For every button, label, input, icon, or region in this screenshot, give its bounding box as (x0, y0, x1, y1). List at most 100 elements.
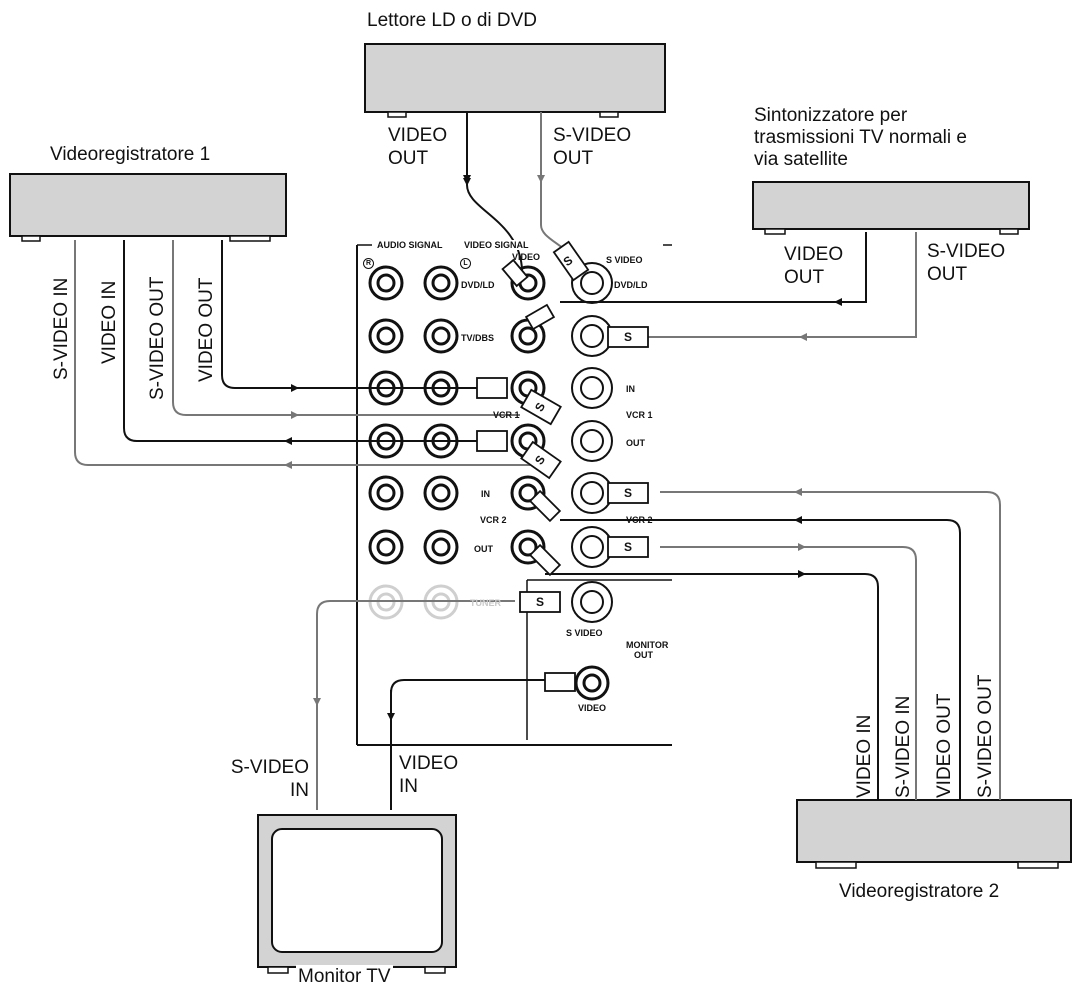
plug-vcr2-svideo-out (607, 536, 649, 558)
plug-vcr2-video-out (528, 543, 562, 577)
label-vcr2-video-out: VIDEO OUT (934, 693, 955, 798)
panel-tv-dbs-label: TV/DBS (461, 333, 495, 343)
plug-dvd-svideo (552, 240, 590, 282)
cable-vcr2-svideo-out (660, 491, 1001, 800)
svideo-jack-vcr2-out (571, 526, 613, 568)
svideo-jack-vcr1-in (571, 367, 613, 409)
panel-monitor-out-line-1: MONITOR (626, 640, 669, 650)
cable-vcr2-video-in (545, 573, 879, 800)
label-tuner-svideo-out-line-2: OUT (927, 264, 968, 285)
jack-monitor-video-out (574, 665, 610, 701)
plugs (476, 240, 649, 692)
jack-audio-r-dvd (368, 265, 404, 301)
vcr1-label: Videoregistratore 1 (50, 144, 211, 165)
panel-video-label: VIDEO (512, 252, 541, 262)
svideo-plug-letter-monitor: S (536, 595, 545, 609)
label-tuner-video-out-line-1: VIDEO (784, 244, 844, 265)
right-channel-marker: R (363, 258, 374, 269)
panel-svideo-bottom-label: S VIDEO (566, 628, 603, 638)
panel-vcr1-label: VCR 1 (493, 410, 520, 420)
label-dvd-video-out-line-1: VIDEO (388, 125, 448, 146)
plug-dvd-video (501, 258, 529, 288)
label-vcr2-video-in: VIDEO IN (854, 714, 875, 798)
label-monitor-video-in-line-1: VIDEO (399, 753, 459, 774)
panel-vcr2-out-label: OUT (474, 544, 493, 554)
plug-tuner-video (524, 303, 556, 331)
plug-monitor-video (544, 672, 576, 692)
label-tuner-svideo-out: S-VIDEO OUT (927, 240, 1005, 286)
panel-vcr1-out-label: OUT (626, 438, 645, 448)
panel-monitor-out-line-2: OUT (634, 650, 653, 660)
label-dvd-video-out: VIDEO OUT (388, 124, 447, 170)
dvd-player-device (364, 43, 666, 118)
cable-tuner-svideo-out (635, 232, 917, 338)
plug-vcr2-video-in (528, 489, 562, 523)
jack-audio-r-vcr2-out (368, 529, 404, 565)
label-dvd-svideo-out: S-VIDEO OUT (553, 124, 631, 170)
panel-dvd-ld-label: DVD/LD (461, 280, 495, 290)
cables (74, 112, 1001, 810)
tuner-label-line-3: via satellite (754, 149, 848, 170)
svideo-jack-monitor-out (571, 581, 613, 623)
jack-audio-l-tv (423, 318, 459, 354)
label-dvd-svideo-out-line-1: S-VIDEO (553, 125, 632, 146)
label-vcr2-svideo-in: S-VIDEO IN (893, 695, 914, 798)
plug-vcr1-svideo-out (520, 440, 562, 480)
panel-vcr2-in-label: IN (481, 489, 490, 499)
label-vcr1-video-in: VIDEO IN (99, 280, 120, 364)
panel-vcr2-label: VCR 2 (480, 515, 507, 525)
monitor-tv-device (257, 814, 457, 974)
panel-vcr1-in-label: IN (626, 384, 635, 394)
cable-vcr2-video-out (560, 519, 961, 800)
svideo-jacks (571, 262, 613, 623)
label-vcr1-svideo-in: S-VIDEO IN (51, 277, 72, 380)
svideo-plug-letter-vcr2-out: S (624, 540, 633, 554)
panel-audio-signal-label: AUDIO SIGNAL (375, 240, 445, 250)
jack-audio-l-dvd (423, 265, 459, 301)
label-tuner-video-out: VIDEO OUT (784, 243, 843, 289)
jack-audio-l-vcr2-out (423, 529, 459, 565)
label-monitor-video-in-line-2: IN (399, 776, 418, 797)
svideo-plug-letter-tuner: S (624, 330, 633, 344)
label-monitor-svideo-in-line-1: S-VIDEO (230, 757, 309, 778)
label-monitor-svideo-in: S-VIDEO IN (205, 756, 309, 802)
panel-tuner-label: TUNER (470, 598, 501, 608)
cable-vcr1-video-out (221, 240, 500, 389)
panel-vcr2-right-label: VCR 2 (626, 515, 653, 525)
cable-vcr1-svideo-out (172, 240, 520, 416)
vcr2-label: Videoregistratore 2 (839, 881, 1000, 902)
plug-vcr2-svideo-in (607, 482, 649, 504)
tuner-label-line-2: trasmissioni TV normali e (754, 127, 967, 148)
cable-vcr1-svideo-in (74, 240, 530, 466)
panel-video-bottom-label: VIDEO (578, 703, 607, 713)
left-channel-marker: L (460, 258, 471, 269)
label-vcr1-svideo-out: S-VIDEO OUT (147, 276, 168, 400)
vcr1-device (9, 173, 287, 242)
panel-svideo-label: S VIDEO (606, 255, 643, 265)
plug-monitor-svideo (519, 591, 561, 613)
vcr2-device (796, 799, 1072, 869)
label-tuner-svideo-out-line-1: S-VIDEO (927, 241, 1006, 262)
label-vcr1-video-out: VIDEO OUT (196, 277, 217, 382)
plug-vcr1-video-in (476, 377, 508, 399)
panel-vcr1-right-label: VCR 1 (626, 410, 653, 420)
jack-video-vcr2-in (510, 475, 546, 511)
panel-video-signal-label: VIDEO SIGNAL (462, 240, 531, 250)
panel-monitor-out-label: MONITOR OUT (626, 640, 668, 660)
panel-dvd-ld-right-label: DVD/LD (614, 280, 648, 290)
tuner-device (752, 181, 1030, 235)
label-monitor-video-in: VIDEO IN (399, 752, 458, 798)
dvd-player-label: Lettore LD o di DVD (367, 10, 538, 31)
monitor-label: Monitor TV (296, 965, 393, 988)
label-monitor-svideo-in-line-2: IN (290, 780, 309, 801)
label-dvd-svideo-out-line-2: OUT (553, 148, 594, 169)
tuner-label-line-1: Sintonizzatore per (754, 105, 908, 126)
svideo-jack-vcr2-in (571, 472, 613, 514)
tuner-label: Sintonizzatore per trasmissioni TV norma… (754, 105, 967, 171)
svideo-plug-letter-vcr2-in: S (624, 486, 633, 500)
jack-audio-r-tv (368, 318, 404, 354)
plug-tuner-svideo (607, 326, 649, 348)
label-vcr2-svideo-out: S-VIDEO OUT (975, 674, 996, 798)
svideo-jack-tv (571, 315, 613, 357)
label-tuner-video-out-line-2: OUT (784, 267, 825, 288)
